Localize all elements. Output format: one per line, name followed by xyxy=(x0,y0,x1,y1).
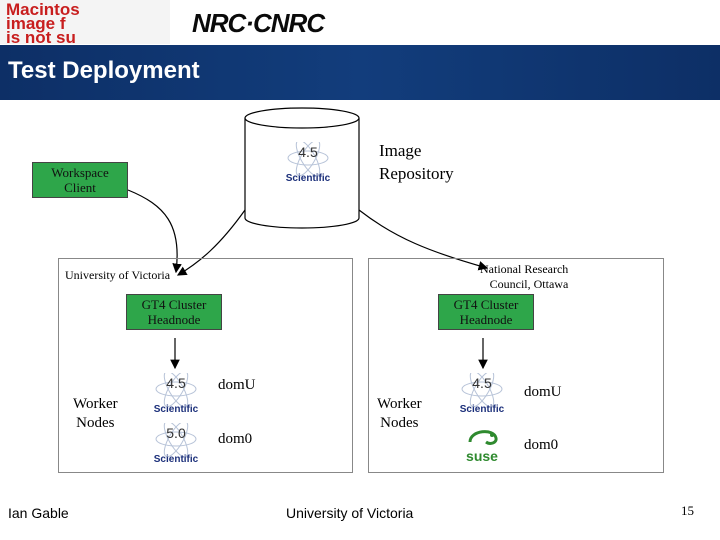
nrc-domu-scientific-logo: 4.5 Scientific xyxy=(456,373,508,417)
nrc-domu-label: domU xyxy=(524,384,562,400)
worker-label-line: Worker xyxy=(377,396,422,412)
headnode-line: GT4 Cluster xyxy=(141,297,207,312)
uvic-headnode-box: GT4 Cluster Headnode xyxy=(126,294,222,330)
footer-institution: University of Victoria xyxy=(286,505,414,521)
repository-scientific-logo: 4.5 Scientific xyxy=(282,142,334,186)
atom-icon xyxy=(155,373,197,408)
uvic-worker-label: Worker Nodes xyxy=(73,395,118,433)
placeholder-line: is not su xyxy=(6,28,76,44)
workspace-client-box: Workspace Client xyxy=(32,162,128,198)
uvic-domu-scientific-logo: 4.5 Scientific xyxy=(150,373,202,417)
atom-icon xyxy=(287,142,329,177)
nrc-domu-os: Scientific xyxy=(459,404,505,415)
placeholder-line: image f xyxy=(6,14,66,33)
uvic-dom0-scientific-logo: 5.0 Scientific xyxy=(150,423,202,467)
slide-title: Test Deployment xyxy=(8,57,200,84)
missing-image-placeholder: Macintos image f is not su xyxy=(0,0,170,44)
repository-os: Scientific xyxy=(285,173,331,184)
worker-label-line: Nodes xyxy=(76,415,115,431)
nrc-logo: NRC·CNRC xyxy=(192,8,325,38)
title-bar: Test Deployment xyxy=(0,45,720,100)
page-number: 15 xyxy=(681,503,694,518)
headnode-line: Headnode xyxy=(459,312,513,327)
nrc-worker-label: Worker Nodes xyxy=(377,395,422,433)
repository-label-line: Repository xyxy=(379,164,454,183)
nrc-site-label: National Research Council, Ottawa xyxy=(480,262,568,292)
chameleon-icon xyxy=(468,430,498,445)
uvic-dom0-label: dom0 xyxy=(218,431,253,447)
footer-author: Ian Gable xyxy=(8,505,69,521)
uvic-site-region xyxy=(58,258,353,473)
nrc-dom0-os: suse xyxy=(466,448,498,464)
uvic-site-label: University of Victoria xyxy=(65,268,171,282)
uvic-domu-version: 4.5 xyxy=(166,375,186,391)
uvic-domu-os: Scientific xyxy=(153,404,199,415)
arrow-repo-to-uvic xyxy=(176,209,246,276)
worker-label-line: Nodes xyxy=(380,415,419,431)
repository-version: 4.5 xyxy=(298,144,318,160)
repository-cylinder xyxy=(244,107,360,229)
workspace-client-line: Workspace xyxy=(51,165,109,180)
nrc-site-label-line: Council, Ottawa xyxy=(489,277,569,291)
headnode-line: Headnode xyxy=(147,312,201,327)
uvic-domu-label: domU xyxy=(218,377,256,393)
arrow-repo-to-nrc xyxy=(358,209,489,271)
uvic-dom0-version: 5.0 xyxy=(166,425,186,441)
nrc-dom0-suse-logo: suse xyxy=(456,424,508,464)
nrc-headnode-box: GT4 Cluster Headnode xyxy=(438,294,534,330)
nrc-domu-version: 4.5 xyxy=(472,375,492,391)
worker-label-line: Worker xyxy=(73,396,118,412)
atom-icon xyxy=(461,373,503,408)
atom-icon xyxy=(155,423,197,458)
nrc-site-label-line: National Research xyxy=(480,262,569,276)
placeholder-line: Macintos xyxy=(6,0,80,19)
header-band: Macintos image f is not su NRC·CNRC xyxy=(0,0,720,45)
nrc-dom0-label: dom0 xyxy=(524,437,559,453)
repository-label-line: Image xyxy=(379,141,422,160)
workspace-client-line: Client xyxy=(64,180,96,195)
repository-label: Image Repository xyxy=(379,139,454,185)
nrc-site-region xyxy=(368,258,664,473)
headnode-line: GT4 Cluster xyxy=(453,297,519,312)
uvic-dom0-os: Scientific xyxy=(153,454,199,465)
